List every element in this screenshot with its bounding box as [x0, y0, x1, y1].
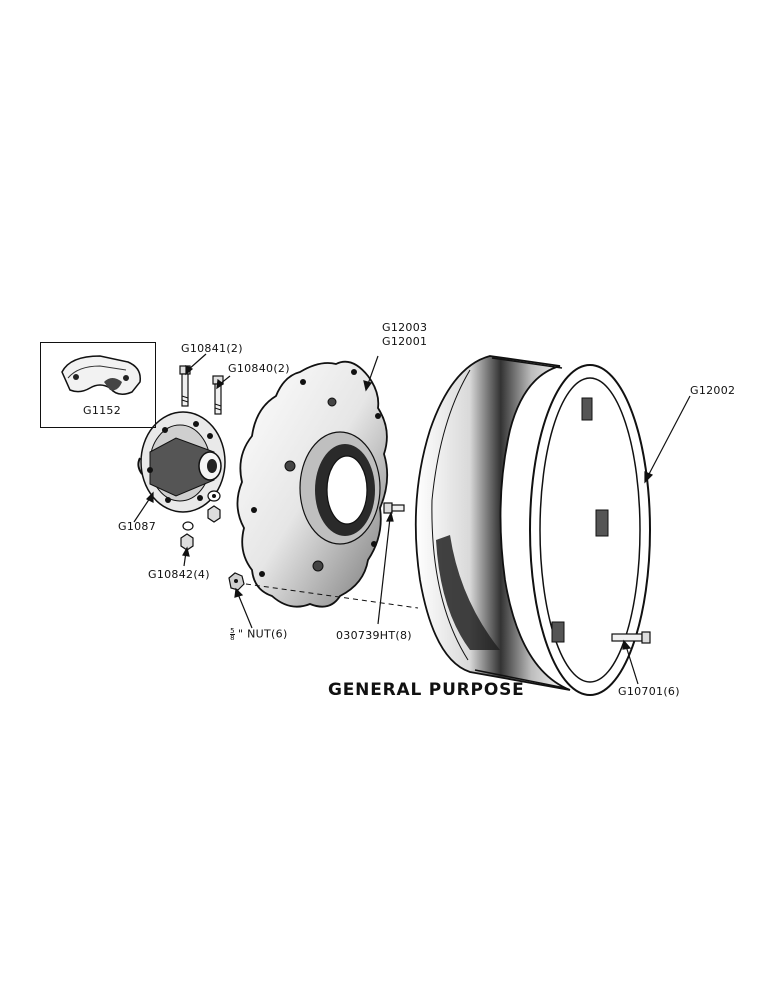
nut-label-text: " NUT(6): [238, 627, 288, 641]
nut-fraction-numerator: 5: [230, 627, 235, 635]
bolt-icon: [383, 502, 405, 514]
nut-fraction-denominator: 8: [230, 634, 235, 642]
label-g10840: G10840(2): [228, 362, 290, 375]
label-nut: 5 8 " NUT(6): [230, 627, 288, 642]
leader-lines: [133, 353, 691, 685]
alignment-line: [245, 583, 419, 609]
wheel-disc-icon: [236, 360, 389, 608]
axle-clamp-icon: [61, 355, 141, 395]
rim-icon: [414, 355, 651, 696]
label-g12001: G12001: [382, 335, 428, 348]
label-g10701: G10701(6): [618, 685, 680, 698]
label-g1152: G1152: [83, 404, 122, 417]
bolt-icon: [611, 631, 651, 644]
label-g12003: G12003: [382, 321, 428, 334]
hub-icon: [137, 411, 226, 513]
nut-icon: [180, 490, 221, 551]
label-030739ht: 030739HT(8): [336, 629, 412, 642]
nut-icon: [228, 572, 245, 591]
nut-fraction: 5 8: [230, 627, 235, 642]
label-g1087: G1087: [118, 520, 157, 533]
label-g10841: G10841(2): [181, 342, 243, 355]
label-g10842: G10842(4): [148, 568, 210, 581]
clamp-inset-box: G1152: [40, 342, 156, 428]
bolt-icon: [179, 365, 191, 407]
label-g12002: G12002: [690, 384, 736, 397]
diagram-title: GENERAL PURPOSE: [328, 680, 525, 700]
